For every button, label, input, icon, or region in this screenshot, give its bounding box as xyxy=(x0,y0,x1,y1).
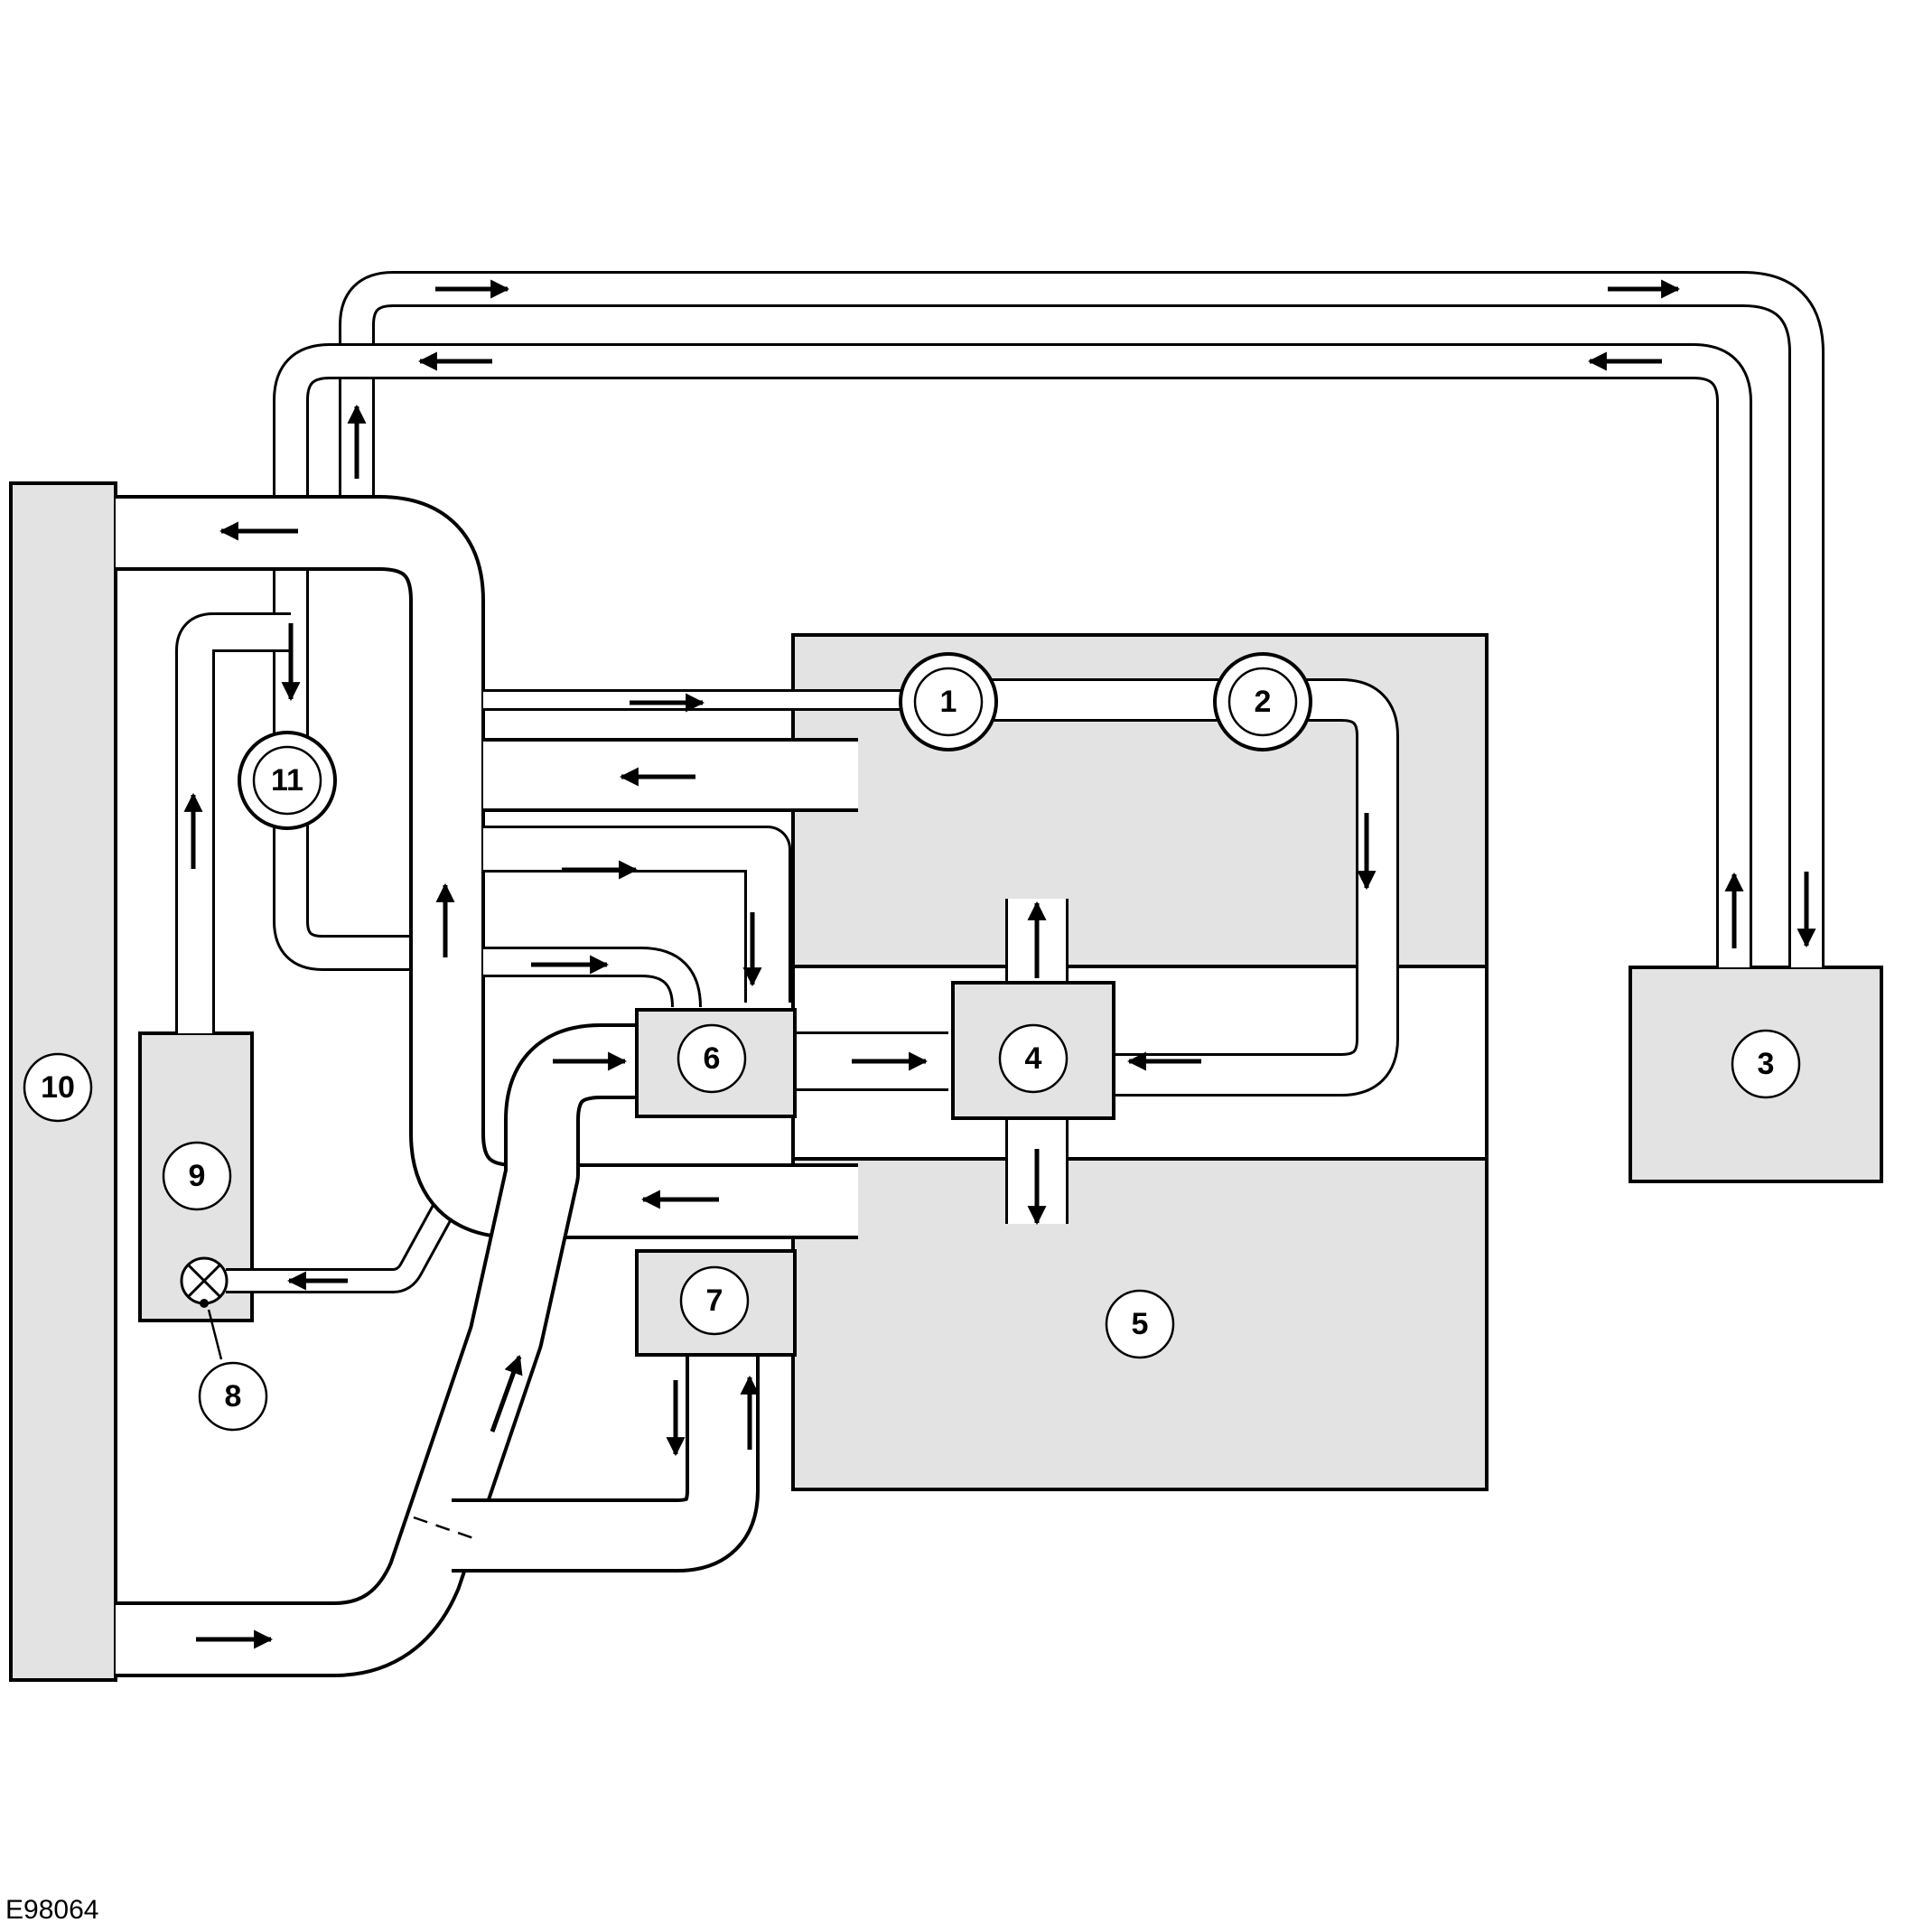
callout-6: 6 xyxy=(704,1041,721,1076)
callout-8: 8 xyxy=(225,1379,242,1414)
bleed-screw-symbol xyxy=(180,1256,229,1360)
callout-11: 11 xyxy=(271,763,303,798)
callout-1: 1 xyxy=(940,685,957,719)
leader-line-8 xyxy=(207,1309,223,1360)
dashed-join xyxy=(413,1516,480,1542)
callouts: 1 2 3 4 5 6 7 8 9 10 11 xyxy=(23,652,1801,1432)
callout-4: 4 xyxy=(1025,1041,1042,1076)
arrow-bottom-hose-up xyxy=(490,1355,523,1433)
callout-5: 5 xyxy=(1132,1307,1149,1341)
callout-9: 9 xyxy=(189,1159,206,1193)
flow-arrows xyxy=(183,279,1816,1649)
callout-10: 10 xyxy=(41,1070,75,1105)
figure-reference-code: E98064 xyxy=(5,1895,98,1925)
callout-2: 2 xyxy=(1255,685,1272,719)
callout-7: 7 xyxy=(706,1283,723,1318)
callout-3: 3 xyxy=(1758,1047,1775,1081)
